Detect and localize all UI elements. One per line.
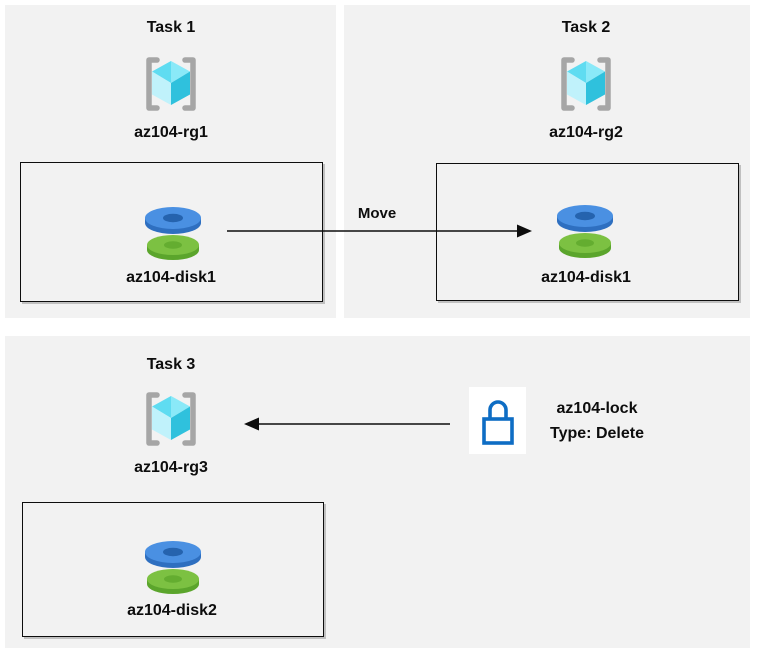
lock-name-label: az104-lock (556, 400, 638, 417)
task2-rg-label: az104-rg2 (549, 124, 623, 141)
lock-type-label: Type: Delete (550, 425, 644, 442)
managed-disk-icon (141, 537, 205, 602)
task3-rg-label: az104-rg3 (134, 459, 208, 476)
lock-tile (469, 387, 526, 454)
task3-disk-box (22, 502, 324, 637)
resource-group-icon (141, 389, 201, 454)
task1-title: Task 1 (146, 19, 196, 36)
resource-group-icon (556, 54, 616, 119)
task1-disk-box (20, 162, 323, 302)
managed-disk-icon (553, 201, 617, 266)
task1-rg-label: az104-rg1 (134, 124, 208, 141)
panel-task2 (344, 5, 750, 318)
panel-task3 (5, 336, 750, 648)
resource-group-icon (141, 54, 201, 119)
task1-disk-label: az104-disk1 (126, 269, 216, 286)
task2-disk-label: az104-disk1 (541, 269, 631, 286)
task2-title: Task 2 (561, 19, 611, 36)
task2-disk-box (436, 163, 739, 301)
panel-task1 (5, 5, 336, 318)
task3-title: Task 3 (146, 356, 196, 373)
managed-disk-icon (141, 203, 205, 268)
lock-icon (480, 395, 516, 447)
move-arrow-label: Move (357, 205, 397, 222)
task3-disk-label: az104-disk2 (127, 602, 217, 619)
